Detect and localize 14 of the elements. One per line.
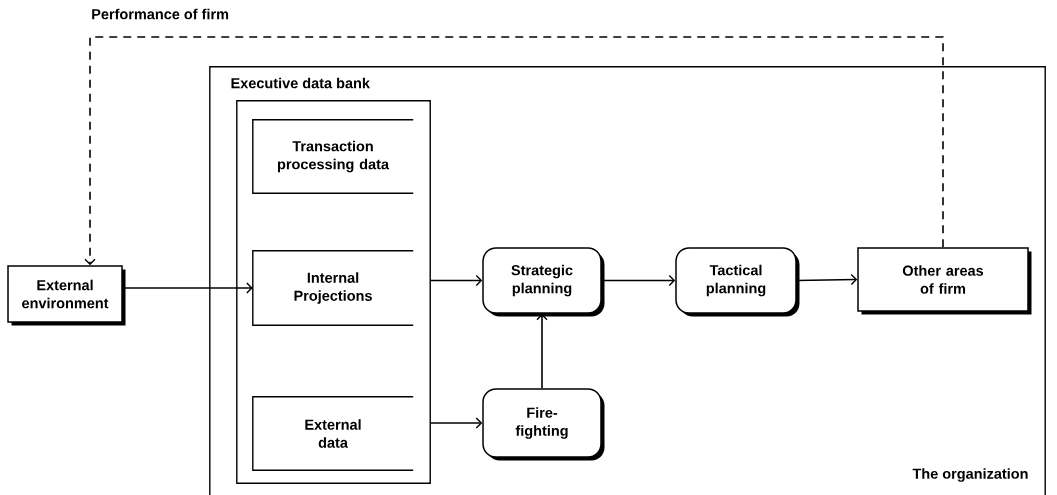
node-label: Executive data bank (231, 77, 370, 89)
rounded-box: Tactical planning (675, 247, 800, 317)
rounded-box: Strategic planning (482, 247, 605, 317)
arrow (536, 313, 548, 390)
arrow (429, 274, 483, 287)
edge-label: Performance of firm (90, 7, 230, 21)
data-box: External data (252, 396, 414, 471)
data-box: Transaction processing data (252, 119, 414, 194)
process-box: External environment (7, 265, 126, 326)
data-box: Internal Projections (252, 250, 414, 326)
arrow (84, 36, 944, 266)
rounded-box: Fire-fighting (482, 388, 605, 461)
process-box: Other areas of firm (857, 247, 1032, 315)
arrow (429, 417, 483, 429)
